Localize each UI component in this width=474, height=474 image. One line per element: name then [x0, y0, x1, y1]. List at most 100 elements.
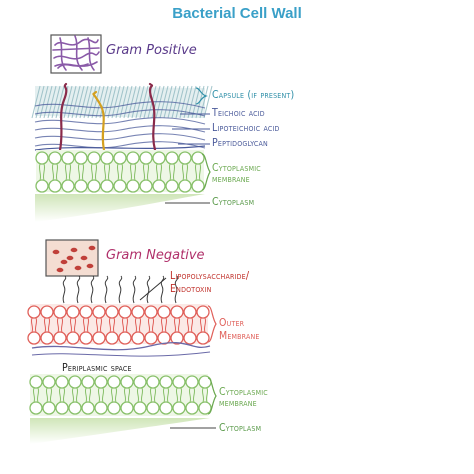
- outer-membrane-lipid-tail: [47, 317, 51, 333]
- outer-membrane-lipid-head-bottom: [79, 331, 93, 345]
- gram-negative-rod-8: [66, 255, 74, 261]
- lps-label-line2: Endotoxin: [170, 283, 212, 295]
- gram-positive-rod-7: [54, 61, 98, 67]
- gram-negative-rod-4: [88, 245, 96, 251]
- teichoic-acid-strand: [92, 90, 106, 152]
- gp-membrane-lipid-tail: [198, 163, 202, 181]
- gn-peptidoglycan-line-2: [31, 351, 211, 357]
- capsule-hatch: [119, 85, 129, 119]
- gram-negative-rod-0: [52, 249, 60, 255]
- lps-chain: [62, 275, 67, 304]
- gn-membrane-bracket: [207, 377, 217, 415]
- gp-membrane-lipid-tail: [181, 163, 185, 181]
- lps-chain: [160, 275, 165, 304]
- gp-cytoplasmic-label: Cytoplasmic: [212, 162, 261, 174]
- gn-membrane-lipid-tail: [62, 387, 66, 403]
- outer-membrane-lipid-tail: [151, 317, 155, 333]
- gn-membrane-lipid-tail: [114, 387, 118, 403]
- outer-membrane-lipid-tail: [69, 317, 73, 333]
- gn-membrane-lipid-tail: [201, 387, 205, 403]
- periplasmic-label: Periplasmic space: [62, 362, 132, 374]
- gram-negative-rod-1: [60, 259, 68, 265]
- gn-membrane-lipid-tail: [179, 387, 183, 403]
- gn-membrane-lipid-tail: [75, 387, 79, 403]
- gn-membrane-lipid-tail: [140, 387, 144, 403]
- gn-membrane-lipid-head-top: [120, 375, 134, 389]
- gn-membrane-lipid-head-bottom: [29, 401, 43, 415]
- outer-membrane-lipid-tail: [173, 317, 177, 333]
- gp-membrane-lipid-head-top: [100, 151, 114, 165]
- gp-membrane-lipid-tail: [94, 163, 98, 181]
- outer-membrane-lipid-head-top: [157, 305, 171, 319]
- gn-membrane-lipid-tail: [45, 387, 49, 403]
- capsule-hatch: [131, 85, 141, 119]
- gn-membrane-lipid-tail: [153, 387, 157, 403]
- outer-membrane-lipid-tail: [125, 317, 129, 333]
- lps-chain: [104, 275, 109, 304]
- capsule-hatch: [199, 85, 209, 119]
- gn-membrane-lipid-head-bottom: [133, 401, 147, 415]
- lps-chain: [132, 275, 137, 304]
- gn-membrane-lipid-head-top: [185, 375, 199, 389]
- capsule-hatch: [75, 85, 85, 119]
- gn-membrane-lipid-head-bottom: [94, 401, 108, 415]
- outer-membrane-lipid-head-top: [131, 305, 145, 319]
- outer-membrane-lipid-tail: [147, 317, 151, 333]
- gp-membrane-lipid-head-bottom: [139, 179, 153, 193]
- gn-membrane-label: membrane: [219, 397, 257, 409]
- gp-membrane-lipid-tail: [77, 163, 81, 181]
- gp-membrane-lipid-head-top: [165, 151, 179, 165]
- outer-membrane-lipid-head-top: [144, 305, 158, 319]
- gp-membrane-lipid-tail: [120, 163, 124, 181]
- gn-membrane-lipid-head-top: [29, 375, 43, 389]
- capsule-hatch: [135, 85, 145, 119]
- gn-membrane-lipid-tail: [188, 387, 192, 403]
- outer-membrane-lipid-head-bottom: [157, 331, 171, 345]
- capsule-hatch: [31, 85, 41, 119]
- capsule-hatch: [175, 85, 185, 119]
- gp-membrane-lipid-tail: [107, 163, 111, 181]
- peptidoglycan-layer-4: [34, 133, 206, 141]
- gram-positive-rod-4: [74, 35, 83, 71]
- gram-positive-label: Gram Positive: [106, 43, 197, 58]
- gn-membrane-lipid-head-bottom: [55, 401, 69, 415]
- gram-positive-rod-3: [59, 37, 67, 71]
- gram-negative-rod-2: [70, 247, 78, 253]
- outer-membrane-lipid-head-top: [170, 305, 184, 319]
- outer-membrane-lipid-head-bottom: [144, 331, 158, 345]
- page-title: Bacterial Cell Wall: [172, 5, 302, 22]
- capsule-hatch: [107, 85, 117, 119]
- gn-membrane-lipid-tail: [71, 387, 75, 403]
- gp-membrane-lipid-head-bottom: [113, 179, 127, 193]
- gp-membrane-lipid-head-bottom: [74, 179, 88, 193]
- capsule-bracket: [195, 87, 208, 105]
- outer-membrane-lipid-tail: [160, 317, 164, 333]
- gram-negative-rod-6: [74, 265, 82, 271]
- gn-membrane-lipid-head-top: [133, 375, 147, 389]
- gp-membrane-lipid-tail: [159, 163, 163, 181]
- outer-membrane-lipid-tail: [121, 317, 125, 333]
- peptidoglycan-layer-3: [34, 125, 206, 133]
- gp-membrane-lipid-tail: [146, 163, 150, 181]
- gn-peptidoglycan-line: [31, 342, 211, 351]
- gn-membrane-lipid-head-top: [172, 375, 186, 389]
- outer-membrane-lipid-head-bottom: [66, 331, 80, 345]
- lps-chain: [174, 275, 179, 304]
- peptidoglycan-label: Peptidoglycan: [212, 137, 268, 149]
- gn-membrane-lipid-head-bottom: [159, 401, 173, 415]
- outer-label-line2: Membrane: [219, 330, 260, 342]
- gn-membrane-lipid-head-bottom: [68, 401, 82, 415]
- gn-membrane-lipid-head-bottom: [185, 401, 199, 415]
- capsule-label: Capsule (if present): [212, 89, 295, 101]
- capsule-hatch: [67, 85, 77, 119]
- outer-membrane-lipid-head-top: [92, 305, 106, 319]
- gn-membrane-lipid-head-bottom: [172, 401, 186, 415]
- gp-membrane-lipid-tail: [64, 163, 68, 181]
- outer-membrane-lipid-tail: [82, 317, 86, 333]
- gp-membrane-lipid-tail: [55, 163, 59, 181]
- outer-membrane-lipid-head-bottom: [92, 331, 106, 345]
- gn-membrane-lipid-tail: [162, 387, 166, 403]
- capsule-hatch: [35, 85, 45, 119]
- capsule-hatch: [79, 85, 89, 119]
- outer-membrane-lipid-tail: [34, 317, 38, 333]
